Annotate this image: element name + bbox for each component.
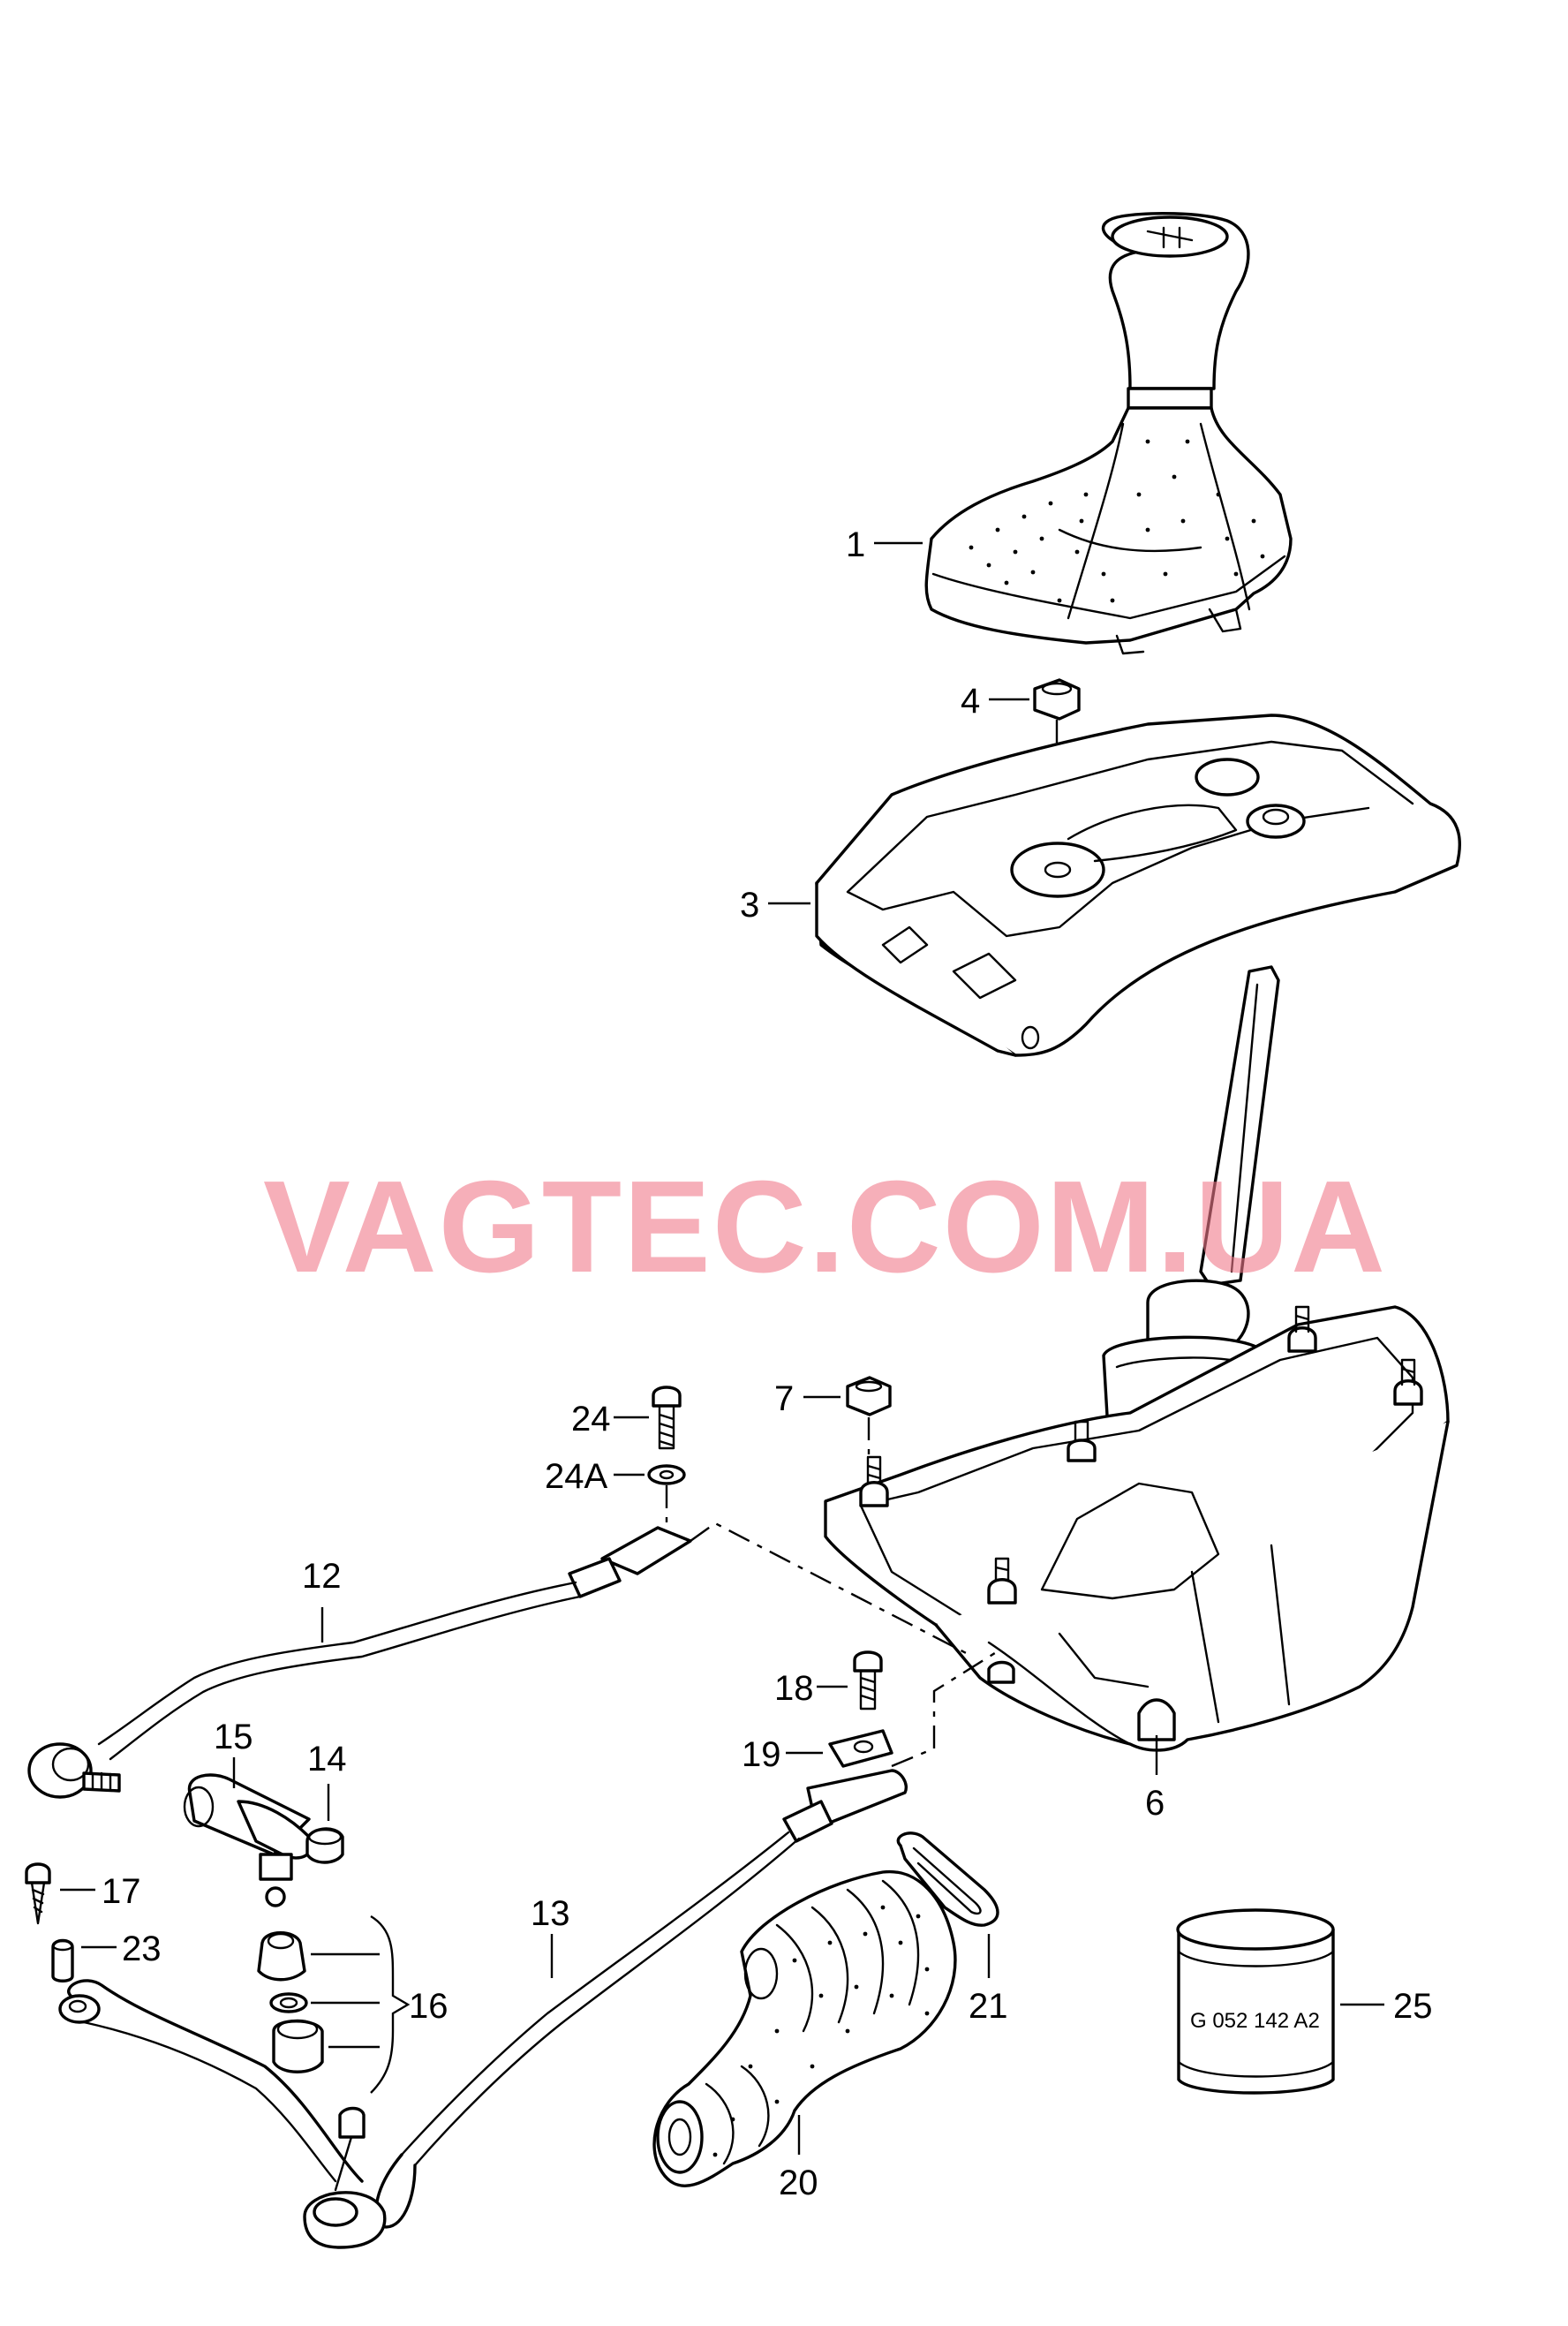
callout-20: 20 [779, 2164, 818, 2202]
callout-18: 19 [742, 1735, 781, 1774]
bolt-19[interactable] [853, 1650, 883, 1711]
callout-24: 24 [571, 1400, 611, 1439]
callout-13: 13 [531, 1894, 570, 1933]
callout-19: 18 [774, 1669, 814, 1708]
callout-16: 16 [409, 1987, 449, 2026]
retaining-ring-21[interactable] [896, 1831, 999, 1927]
clamp-18[interactable] [828, 1729, 893, 1768]
callout-4: 4 [961, 682, 980, 721]
callout-12: 12 [302, 1557, 342, 1596]
protective-boot-20[interactable] [652, 1869, 957, 2187]
callout-3: 3 [740, 886, 759, 925]
grease-container-25[interactable]: G 052 142 A2 [1176, 1908, 1335, 2095]
washer-24a[interactable] [647, 1464, 686, 1485]
spacer-23[interactable] [51, 1938, 74, 1982]
stud-bolt [859, 1305, 1423, 1605]
callout-25: 25 [1393, 1987, 1433, 2026]
gear-knob-with-boot[interactable] [924, 212, 1293, 655]
callout-21: 21 [969, 1987, 1008, 2026]
bushing-set-16[interactable] [257, 1931, 324, 2073]
grease-label: G 052 142 A2 [1190, 2009, 1320, 2033]
brace-16 [370, 1914, 411, 2094]
bolt-24[interactable] [652, 1386, 682, 1450]
callout-14: 14 [307, 1740, 347, 1778]
relay-lever-15[interactable] [183, 1773, 313, 1907]
callout-6: 6 [1145, 1784, 1165, 1823]
callout-15: 15 [214, 1718, 253, 1756]
selector-cable-12[interactable] [27, 1526, 692, 1799]
axis-13 [891, 1650, 999, 1768]
callout-1: 1 [846, 525, 865, 564]
nut-7[interactable] [846, 1376, 892, 1416]
nut-14[interactable] [305, 1827, 344, 1864]
shift-housing-6[interactable] [824, 965, 1450, 1752]
callout-24a: 24A [545, 1457, 607, 1496]
screw-17[interactable] [25, 1862, 51, 1925]
axis-12 [690, 1522, 972, 1658]
cover-plate-3[interactable] [815, 714, 1461, 1057]
nut-4[interactable] [1033, 678, 1081, 721]
callout-23: 23 [122, 1930, 162, 1968]
shift-cable-13[interactable] [58, 1769, 908, 2249]
watermark: VAGTEC.COM.UA [263, 1154, 1387, 1300]
callout-7: 7 [774, 1379, 794, 1418]
callout-17: 17 [102, 1872, 141, 1911]
